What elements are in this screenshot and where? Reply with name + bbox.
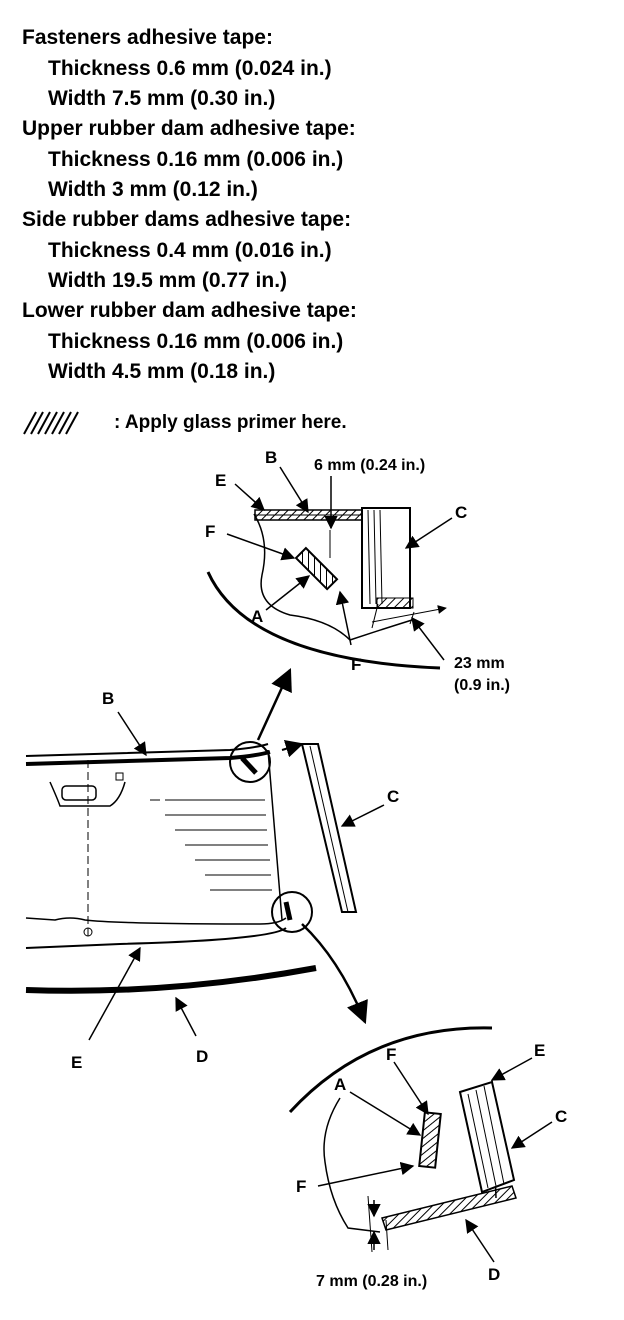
lower-glass-edge [323,1097,381,1233]
upper-label-F-top: F [205,522,215,541]
lower-label-F-top: F [386,1045,396,1064]
upper-label-C: C [455,503,467,522]
lower-label-F-bottom: F [296,1177,306,1196]
adhesive-tape-specifications: Fasteners adhesive tape: Thickness 0.6 m… [0,0,624,400]
lower-fastener-tape [418,1111,442,1169]
dimension-guide-left [367,1195,373,1253]
hatch-swatch-icon [23,411,79,435]
upper-label-F-bottom: F [351,655,361,674]
windshield-side-edge [267,749,283,921]
windshield-bottom-edge [25,927,287,949]
dimension-6mm: 6 mm (0.24 in.) [314,457,425,474]
lower-rubber-dam-main [25,965,317,994]
side-dams-tape-heading: Side rubber dams adhesive tape: [22,208,352,231]
upper-glass-edge [253,513,413,641]
upper-label-E: E [215,471,226,490]
fasteners-tape-heading: Fasteners adhesive tape: [22,26,273,49]
main-label-B: B [102,689,114,708]
lower-label-C: C [555,1107,567,1126]
dimension-23mm: 23 mm [454,655,505,672]
upper-dam-tape-heading: Upper rubber dam adhesive tape: [22,117,356,140]
lower-label-A: A [334,1075,346,1094]
upper-detail-callout-circle [229,741,271,783]
side-dams-tape-width: Width 19.5 mm (0.77 in.) [48,269,288,292]
primer-legend: : Apply glass primer here. [22,410,422,438]
lower-dam-tape-thickness: Thickness 0.16 mm (0.006 in.) [48,330,344,353]
windshield-inner-bottom [25,917,287,925]
upper-dam-strip [25,750,271,766]
upper-label-A: A [251,607,263,626]
main-label-C: C [387,787,399,806]
upper-dam-tape-thickness: Thickness 0.16 mm (0.006 in.) [48,148,344,171]
fasteners-tape-thickness: Thickness 0.6 mm (0.024 in.) [48,57,332,80]
lower-dam-tape-heading: Lower rubber dam adhesive tape: [22,299,357,322]
lower-callout-arrow [301,923,368,1025]
lower-detail-callout-circle [271,891,313,933]
fasteners-tape-width: Width 7.5 mm (0.30 in.) [48,87,276,110]
lower-label-E: E [534,1041,545,1060]
mirror-mount [49,781,126,807]
main-label-E: E [71,1053,82,1072]
lower-dam-tape-width: Width 4.5 mm (0.18 in.) [48,360,276,383]
primer-legend-text: : Apply glass primer here. [114,412,347,433]
upper-callout-arrow [256,667,292,741]
windshield-top-edge [25,743,269,757]
defroster-lines [165,799,272,891]
side-dams-tape-thickness: Thickness 0.4 mm (0.016 in.) [48,239,332,262]
lower-detail-boundary-arc [288,1026,493,1114]
dimension-0-9in: (0.9 in.) [454,677,510,694]
main-label-D: D [196,1047,208,1066]
upper-corner-detail: 6 mm (0.24 in.) B E F A F C 23 mm (0.9 i… [205,448,510,694]
upper-dam-tape-width: Width 3 mm (0.12 in.) [48,178,258,201]
upper-fastener-tape [294,546,339,591]
lower-corner-detail: F A F E C D 7 mm (0.28 in.) [288,1026,567,1290]
windshield-diagram: 6 mm (0.24 in.) B E F A F C 23 mm (0.9 i… [25,448,567,1290]
lower-label-D: D [488,1265,500,1284]
upper-label-B: B [265,448,277,467]
upper-detail-boundary-arc [206,571,441,670]
windshield-main-view: B C E D [25,667,399,1072]
lower-rubber-dam-tape [381,1185,517,1231]
dimension-7mm: 7 mm (0.28 in.) [316,1273,427,1290]
